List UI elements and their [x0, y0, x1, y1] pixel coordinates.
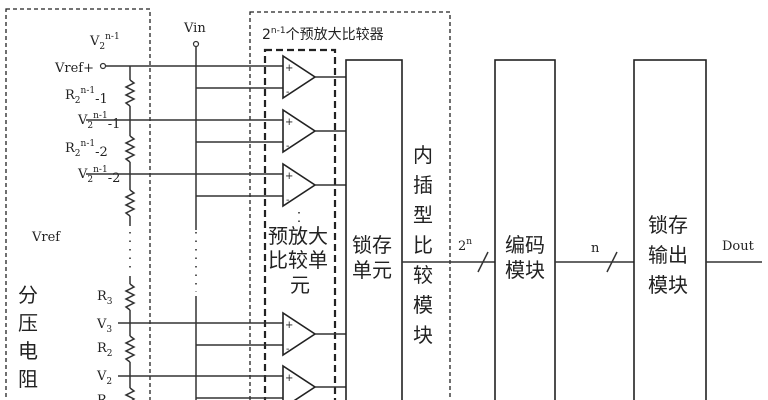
comparator-array-title: 2n-1个预放大比较器	[262, 26, 384, 43]
comparator-3: + -	[282, 162, 346, 208]
interp-char-2: 插	[413, 173, 433, 197]
bus-2n-label: 2n	[458, 237, 472, 254]
preamp-unit-label-1: 预放大	[268, 224, 328, 248]
divider-char-1: 分	[18, 283, 38, 307]
latch-output-block	[633, 59, 707, 400]
r1-label-cut: R	[97, 393, 108, 400]
latch-unit-label-1: 锁存	[352, 233, 392, 257]
interp-char-3: 型	[413, 203, 433, 227]
interp-char-5: 较	[413, 263, 433, 287]
resistor-icon	[124, 335, 136, 363]
bus-n-label: n	[591, 241, 600, 256]
resistor-icon	[124, 189, 136, 217]
bus-n-slash	[606, 251, 618, 273]
v-label-2: V2n-1-2	[77, 165, 120, 186]
encoder-block	[494, 59, 556, 400]
vref-label: Vref	[31, 230, 61, 245]
r2-label: R2	[97, 341, 113, 359]
svg-text:+: +	[285, 63, 293, 74]
interp-char-6: 模	[413, 293, 433, 317]
dout-label: Dout	[722, 239, 755, 254]
preamp-unit-label-2: 比较单	[268, 248, 328, 272]
preamp-unit-label-3: 元	[290, 273, 310, 297]
interp-char-4: 比	[413, 233, 433, 257]
latch-out-label-3: 模块	[648, 273, 688, 297]
svg-text:-: -	[286, 87, 289, 98]
interp-char-7: 块	[413, 323, 433, 347]
comparator-5: +	[282, 364, 346, 400]
latch-out-label-2: 输出	[648, 243, 688, 267]
divider-char-2: 压	[18, 311, 38, 335]
svg-text:-: -	[286, 344, 289, 355]
resistor-icon	[124, 79, 136, 107]
r3-label: R3	[97, 289, 113, 307]
v-label-1: V2n-1-1	[77, 111, 120, 132]
resistor-icon	[124, 283, 136, 311]
comparator-array-region	[249, 11, 451, 400]
encoder-label-1: 编码	[505, 233, 545, 257]
comparator-1: + -	[282, 54, 346, 100]
v3-label: V3	[96, 317, 112, 335]
v2-label: V2	[96, 369, 112, 387]
vref-plus-terminal[interactable]	[99, 62, 107, 70]
vref-plus-label: Vref+	[54, 61, 94, 76]
svg-text:+: +	[285, 117, 293, 128]
vin-terminal[interactable]	[192, 40, 200, 48]
bus-2n-slash	[477, 251, 489, 273]
svg-text:+: +	[285, 373, 293, 384]
comparator-4: + -	[282, 311, 346, 357]
svg-text:+: +	[285, 171, 293, 182]
latch-unit-block	[345, 59, 403, 400]
comparator-2: + -	[282, 108, 346, 154]
r-label-1: R2n-1-1	[65, 86, 108, 107]
divider-region	[5, 8, 151, 400]
resistor-icon	[124, 387, 136, 400]
interp-char-1: 内	[413, 143, 433, 167]
svg-text:+: +	[285, 320, 293, 331]
r-label-2: R2n-1-2	[65, 139, 108, 160]
svg-text:-: -	[286, 141, 289, 152]
encoder-label-2: 模块	[505, 258, 545, 282]
preamp-unit-region	[263, 48, 337, 400]
divider-char-4: 阻	[18, 367, 38, 391]
resistor-icon	[124, 135, 136, 163]
vin-label: Vin	[183, 21, 206, 36]
latch-unit-label-2: 单元	[352, 258, 392, 282]
latch-out-label-1: 锁存	[648, 213, 688, 237]
svg-text:-: -	[286, 195, 289, 206]
divider-char-3: 电	[18, 339, 38, 363]
vtop-label: V2n-1	[89, 32, 120, 52]
